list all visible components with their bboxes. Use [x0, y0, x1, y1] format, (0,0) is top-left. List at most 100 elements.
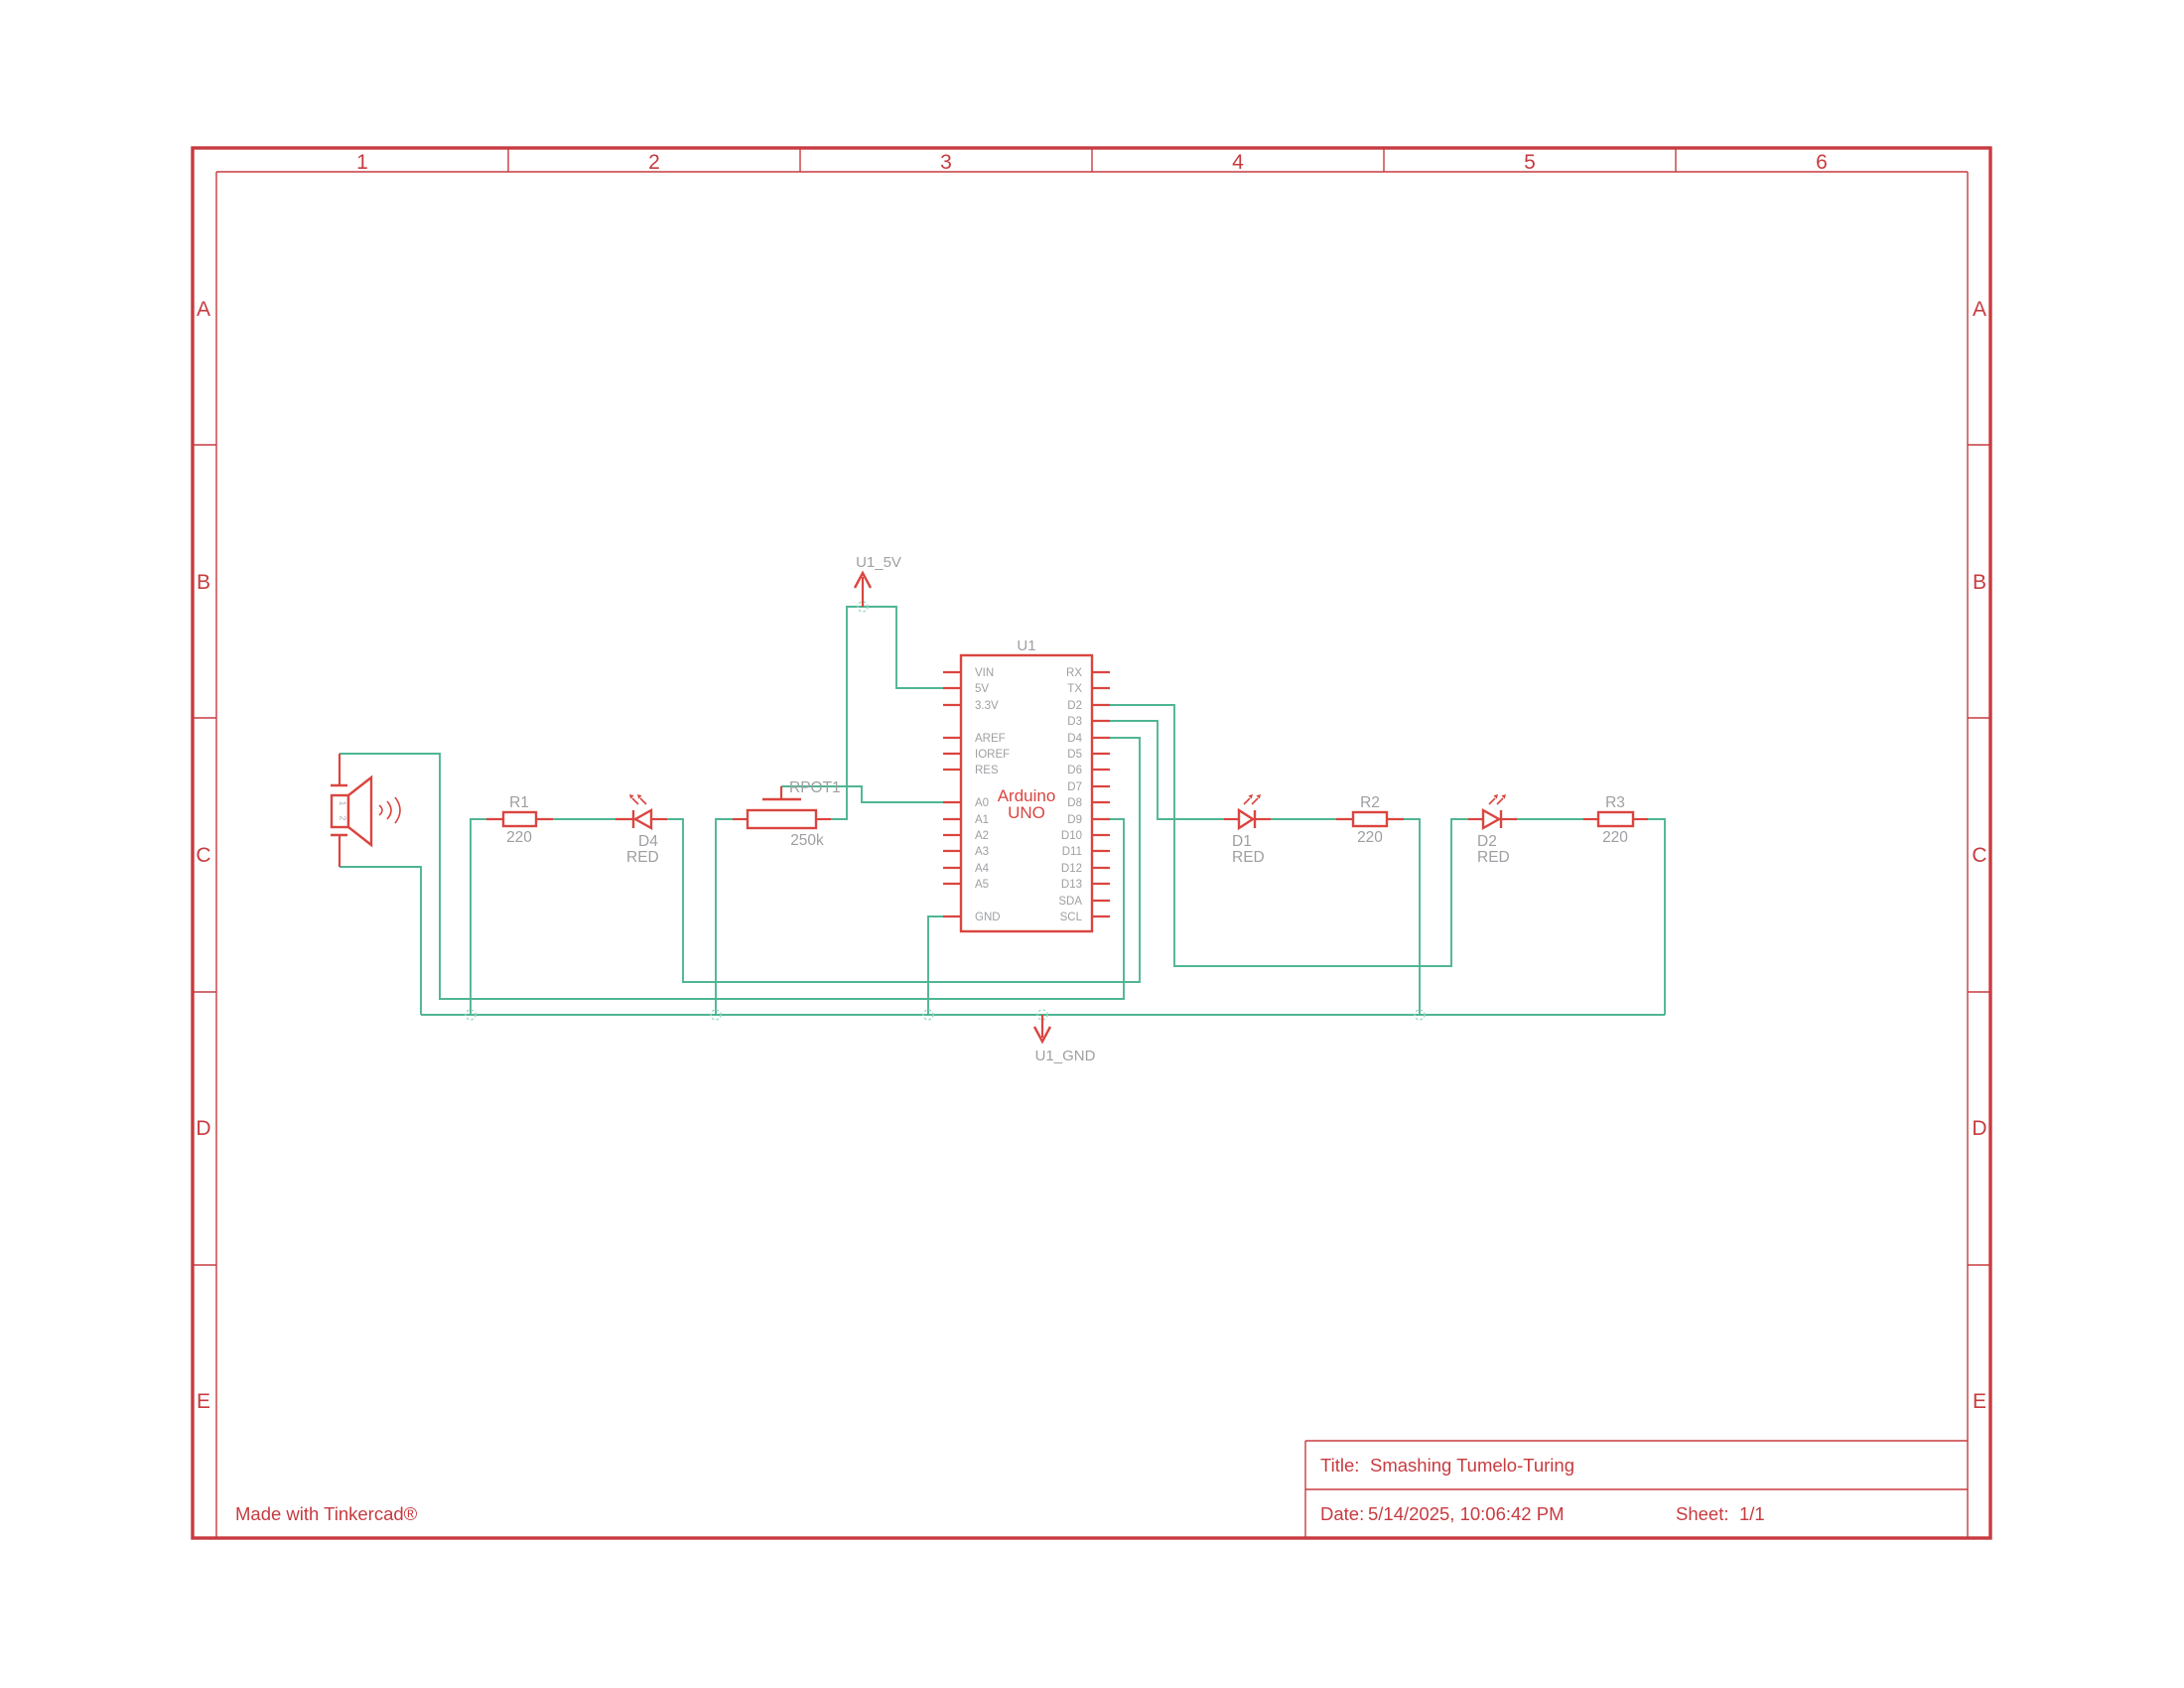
wire-d3pin-to-d1 — [1110, 720, 1224, 820]
resistor-r2[interactable]: R2 220 — [1336, 794, 1404, 846]
svg-text:3.3V: 3.3V — [975, 700, 999, 712]
power-flag-5v-label: U1_5V — [856, 554, 901, 571]
svg-text:VIN: VIN — [975, 667, 994, 679]
col-label-6: 6 — [1816, 151, 1828, 174]
svg-text:A2: A2 — [975, 830, 989, 842]
potentiometer-rpot1[interactable]: RPOT1 250k — [733, 779, 841, 849]
wire-speaker-to-ground — [340, 866, 422, 1015]
svg-text:D6: D6 — [1067, 765, 1082, 776]
svg-text:A1: A1 — [975, 814, 989, 826]
grid-labels: 1 2 3 4 5 6 A B C D E A B C D E — [196, 151, 1986, 1413]
svg-text:D3: D3 — [1067, 716, 1082, 728]
svg-text:D10: D10 — [1061, 830, 1082, 842]
speaker-symbol[interactable]: 1 2 — [330, 754, 401, 867]
svg-text:D9: D9 — [1067, 814, 1082, 826]
led-d4-ref: D4 — [638, 833, 658, 850]
resistor-r3-value: 220 — [1602, 829, 1628, 846]
led-d2-color: RED — [1477, 849, 1510, 866]
wire-gnd-pin — [927, 915, 943, 1015]
wire-pot-to-ground — [715, 818, 733, 1015]
led-light-arrows-icon — [1488, 793, 1507, 805]
arduino-ref: U1 — [1017, 637, 1035, 654]
sound-wave-icon — [386, 800, 392, 820]
led-d1[interactable]: D1 RED — [1224, 793, 1271, 866]
svg-text:A0: A0 — [975, 797, 989, 809]
svg-text:SCL: SCL — [1060, 912, 1083, 923]
resistor-r3[interactable]: R3 220 — [1583, 794, 1648, 846]
svg-text:RES: RES — [975, 765, 999, 776]
resistor-r2-value: 220 — [1357, 829, 1383, 846]
sheet-date: 5/14/2025, 10:06:42 PM — [1368, 1503, 1564, 1524]
col-label-5: 5 — [1524, 151, 1536, 174]
row-label-c-left: C — [196, 844, 210, 867]
svg-text:D12: D12 — [1061, 863, 1082, 875]
row-label-c-right: C — [1972, 844, 1986, 867]
led-d1-color: RED — [1232, 849, 1265, 866]
wire-speaker-to-d9 — [340, 753, 1125, 1000]
svg-text:D4: D4 — [1067, 733, 1082, 745]
speaker-pin1-label: 1 — [339, 801, 348, 806]
row-label-b-left: B — [197, 571, 210, 594]
sheet-title: Smashing Tumelo-Turing — [1370, 1455, 1574, 1476]
led-d4-color: RED — [626, 849, 659, 866]
col-label-1: 1 — [356, 151, 368, 174]
svg-text:D13: D13 — [1061, 879, 1082, 891]
svg-text:D11: D11 — [1062, 846, 1082, 858]
wire-wiper-to-a0 — [781, 785, 943, 803]
sound-wave-icon — [378, 804, 383, 816]
arduino-pin-labels: VIN 5V 3.3V AREF IOREF RES A0 A1 A2 A3 A… — [975, 667, 1083, 923]
svg-text:RX: RX — [1066, 667, 1082, 679]
junction-5v — [857, 601, 869, 613]
led-d2-ref: D2 — [1477, 833, 1497, 850]
power-flag-gnd-label: U1_GND — [1035, 1048, 1096, 1064]
col-label-3: 3 — [940, 151, 952, 174]
svg-text:5V: 5V — [975, 683, 989, 695]
power-flag-5v[interactable]: U1_5V — [853, 554, 901, 607]
speaker-pin2-label: 2 — [339, 816, 348, 821]
svg-text:D2: D2 — [1067, 700, 1082, 712]
col-label-4: 4 — [1232, 151, 1244, 174]
row-label-d-left: D — [196, 1117, 210, 1140]
svg-text:AREF: AREF — [975, 733, 1006, 745]
resistor-r3-ref: R3 — [1605, 794, 1625, 811]
wire-d2pin-to-d2 — [1110, 704, 1468, 967]
wire-r2-to-ground — [1404, 818, 1421, 1015]
resistor-r2-ref: R2 — [1360, 794, 1380, 811]
junction-u1-gnd — [922, 1009, 934, 1021]
junction-gnd-flag — [1036, 1009, 1048, 1021]
arduino-name-line2: UNO — [1008, 803, 1045, 822]
resistor-r1[interactable]: R1 220 — [486, 794, 553, 846]
svg-text:A3: A3 — [975, 846, 989, 858]
row-label-e-right: E — [1973, 1390, 1986, 1413]
svg-text:A5: A5 — [975, 879, 989, 891]
led-d2[interactable]: D2 RED — [1468, 793, 1517, 866]
row-label-d-right: D — [1972, 1117, 1986, 1140]
led-d4[interactable]: D4 RED — [615, 793, 667, 866]
junction-pot-gnd — [710, 1009, 722, 1021]
col-label-2: 2 — [648, 151, 660, 174]
row-label-b-right: B — [1973, 571, 1986, 594]
led-d1-ref: D1 — [1232, 833, 1252, 850]
row-label-e-left: E — [197, 1390, 210, 1413]
wire-r3-to-ground — [1648, 818, 1666, 1015]
svg-text:GND: GND — [975, 912, 1001, 923]
tinkercad-credit: Made with Tinkercad® — [235, 1503, 418, 1524]
svg-text:TX: TX — [1067, 683, 1082, 695]
arduino-name-line1: Arduino — [998, 786, 1056, 805]
date-label: Date: — [1320, 1503, 1364, 1524]
junction-r1-gnd — [465, 1009, 477, 1021]
arduino-u1[interactable]: U1 Arduino UNO — [943, 637, 1110, 933]
row-label-a-right: A — [1973, 298, 1986, 321]
resistor-r1-ref: R1 — [509, 794, 529, 811]
svg-text:SDA: SDA — [1058, 896, 1082, 908]
svg-text:IOREF: IOREF — [975, 749, 1010, 761]
svg-text:D5: D5 — [1067, 749, 1082, 761]
svg-text:D7: D7 — [1067, 781, 1082, 793]
drawing-frame — [191, 146, 1992, 1540]
sound-wave-icon — [394, 796, 401, 824]
sheet-number: 1/1 — [1739, 1503, 1765, 1524]
power-flag-gnd[interactable]: U1_GND — [1032, 1015, 1096, 1064]
svg-text:D8: D8 — [1067, 797, 1082, 809]
